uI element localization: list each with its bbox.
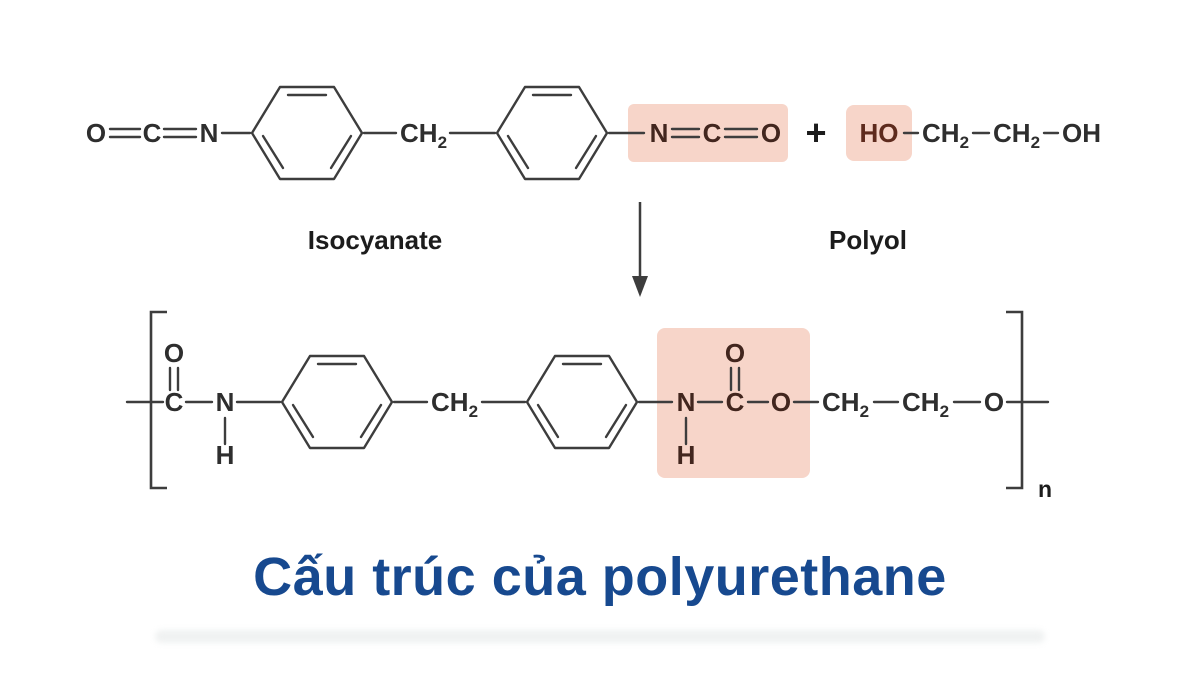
ch2-text: CH (902, 387, 940, 417)
ch2-group: CH2 (400, 118, 447, 152)
plus-sign: + (805, 112, 826, 153)
polyol-label: Polyol (829, 225, 907, 255)
ring-inner-double-bond (574, 134, 598, 170)
atom-c: C (726, 387, 745, 417)
ch2-text: CH (822, 387, 860, 417)
arrow-head (632, 276, 648, 297)
polyol-structure: HO CH2 CH2 OH (860, 118, 1102, 152)
ch2-subscript: 2 (960, 133, 969, 152)
benzene-ring-outline (280, 354, 394, 450)
atom-h: H (677, 440, 696, 470)
ring-inner-double-bond (506, 134, 530, 170)
ch2-group: CH2 (922, 118, 969, 152)
atom-o: O (86, 118, 106, 148)
atom-o: O (725, 338, 745, 368)
benzene-ring-outline (525, 354, 639, 450)
ch2-text: CH (922, 118, 960, 148)
atom-h: H (216, 440, 235, 470)
benzene-ring (495, 85, 609, 181)
ring-inner-double-bond (329, 134, 353, 170)
ring-inner-double-bond (291, 403, 315, 439)
background-smudge (155, 630, 1045, 643)
ch2-subscript: 2 (1031, 133, 1040, 152)
polyurethane-structure: O C N H CH2 (125, 310, 1052, 502)
ch2-group: CH2 (993, 118, 1040, 152)
atom-o: O (761, 118, 781, 148)
hydroxyl-oh: OH (1062, 118, 1101, 148)
ch2-subscript: 2 (469, 402, 478, 421)
highlight-urethane-linkage (657, 328, 810, 478)
atom-n: N (677, 387, 696, 417)
ring-inner-double-bond (261, 134, 285, 170)
ch2-text: CH (431, 387, 469, 417)
ch2-subscript: 2 (860, 402, 869, 421)
ring-inner-double-bond (536, 403, 560, 439)
reaction-arrow (632, 202, 648, 297)
ch2-group: CH2 (822, 387, 869, 421)
atom-o: O (984, 387, 1004, 417)
atom-c: C (143, 118, 162, 148)
hydroxyl-ho: HO (860, 118, 899, 148)
ring-inner-double-bond (359, 403, 383, 439)
ch2-subscript: 2 (438, 133, 447, 152)
atom-o: O (771, 387, 791, 417)
ch2-group: CH2 (431, 387, 478, 421)
diagram-title: Cấu trúc của polyurethane (253, 547, 947, 607)
open-bracket (149, 310, 167, 490)
benzene-ring-outline (495, 85, 609, 181)
atom-n: N (650, 118, 669, 148)
atom-n: N (200, 118, 219, 148)
repeat-unit-subscript: n (1038, 476, 1052, 502)
ch2-group: CH2 (902, 387, 949, 421)
ch2-text: CH (993, 118, 1031, 148)
atom-n: N (216, 387, 235, 417)
isocyanate-label: Isocyanate (308, 225, 442, 255)
benzene-ring (250, 85, 364, 181)
highlight-isocyanate-nco-group (628, 104, 788, 162)
highlight-hydroxyl-group (846, 105, 912, 161)
atom-c: C (703, 118, 722, 148)
benzene-ring (525, 354, 639, 450)
isocyanate-structure: O C N CH2 N (86, 85, 781, 181)
atom-c: C (165, 387, 184, 417)
ch2-text: CH (400, 118, 438, 148)
benzene-ring-outline (250, 85, 364, 181)
ch2-subscript: 2 (940, 402, 949, 421)
atom-o: O (164, 338, 184, 368)
ring-inner-double-bond (604, 403, 628, 439)
close-bracket (1006, 310, 1024, 490)
benzene-ring (280, 354, 394, 450)
